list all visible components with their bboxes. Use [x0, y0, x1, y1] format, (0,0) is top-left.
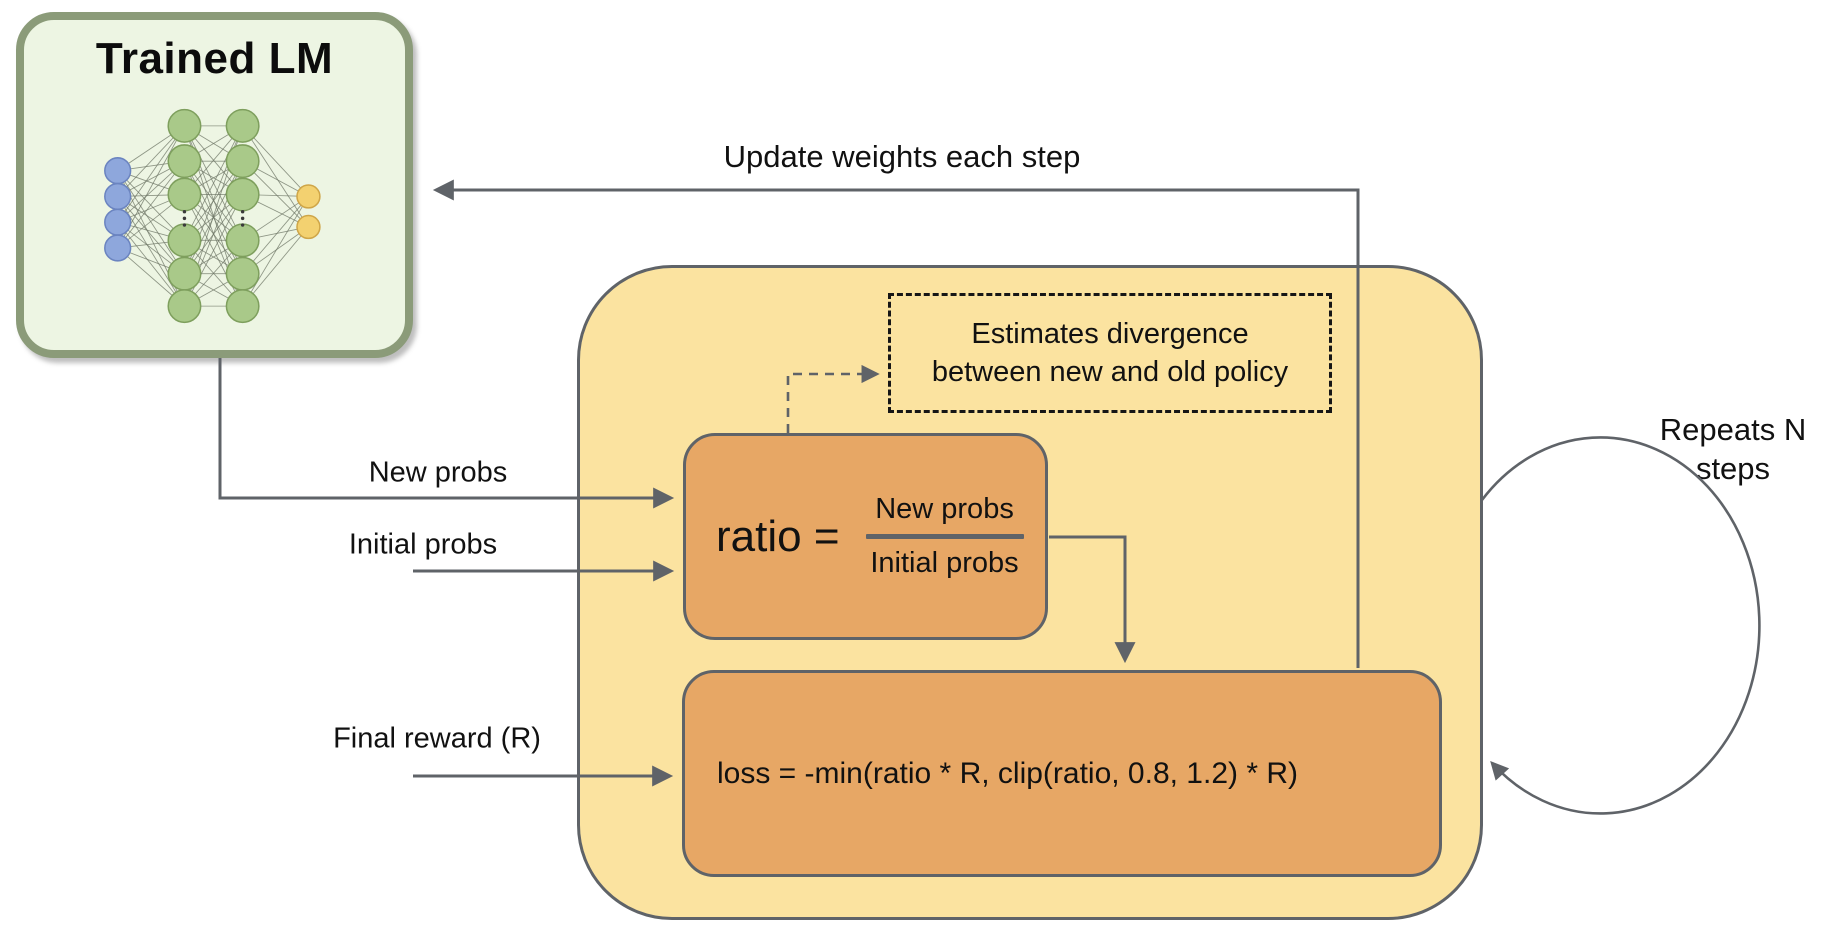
loss-formula: loss = -min(ratio * R, clip(ratio, 0.8, …	[717, 756, 1299, 790]
divergence-note-line2: between new and old policy	[931, 356, 1289, 388]
repeat-loop-arrow	[1480, 436, 1761, 815]
new-probs-label: New probs	[368, 456, 508, 489]
final-reward-label: Final reward (R)	[333, 722, 541, 755]
neural-network-illustration	[104, 108, 321, 324]
loss-box: loss = -min(ratio * R, clip(ratio, 0.8, …	[682, 670, 1442, 877]
repeats-label-line2: steps	[1695, 451, 1771, 486]
update-weights-label: Update weights each step	[723, 139, 1081, 174]
ratio-fraction: New probs Initial probs	[865, 493, 1024, 580]
divergence-note: Estimates divergence between new and old…	[888, 293, 1332, 413]
fraction-denominator: Initial probs	[870, 547, 1019, 579]
trained-lm-title: Trained LM	[95, 34, 334, 83]
initial-probs-label: Initial probs	[348, 528, 498, 561]
ratio-box: ratio = New probs Initial probs	[683, 433, 1048, 640]
ratio-lhs: ratio =	[716, 511, 840, 561]
fraction-numerator: New probs	[875, 493, 1014, 525]
repeats-label-line1: Repeats N	[1659, 412, 1807, 447]
fraction-bar	[865, 534, 1024, 539]
trained-lm-box: Trained LM	[16, 12, 413, 358]
repeats-label: Repeats N steps	[1623, 410, 1830, 488]
divergence-note-line1: Estimates divergence	[971, 318, 1249, 350]
